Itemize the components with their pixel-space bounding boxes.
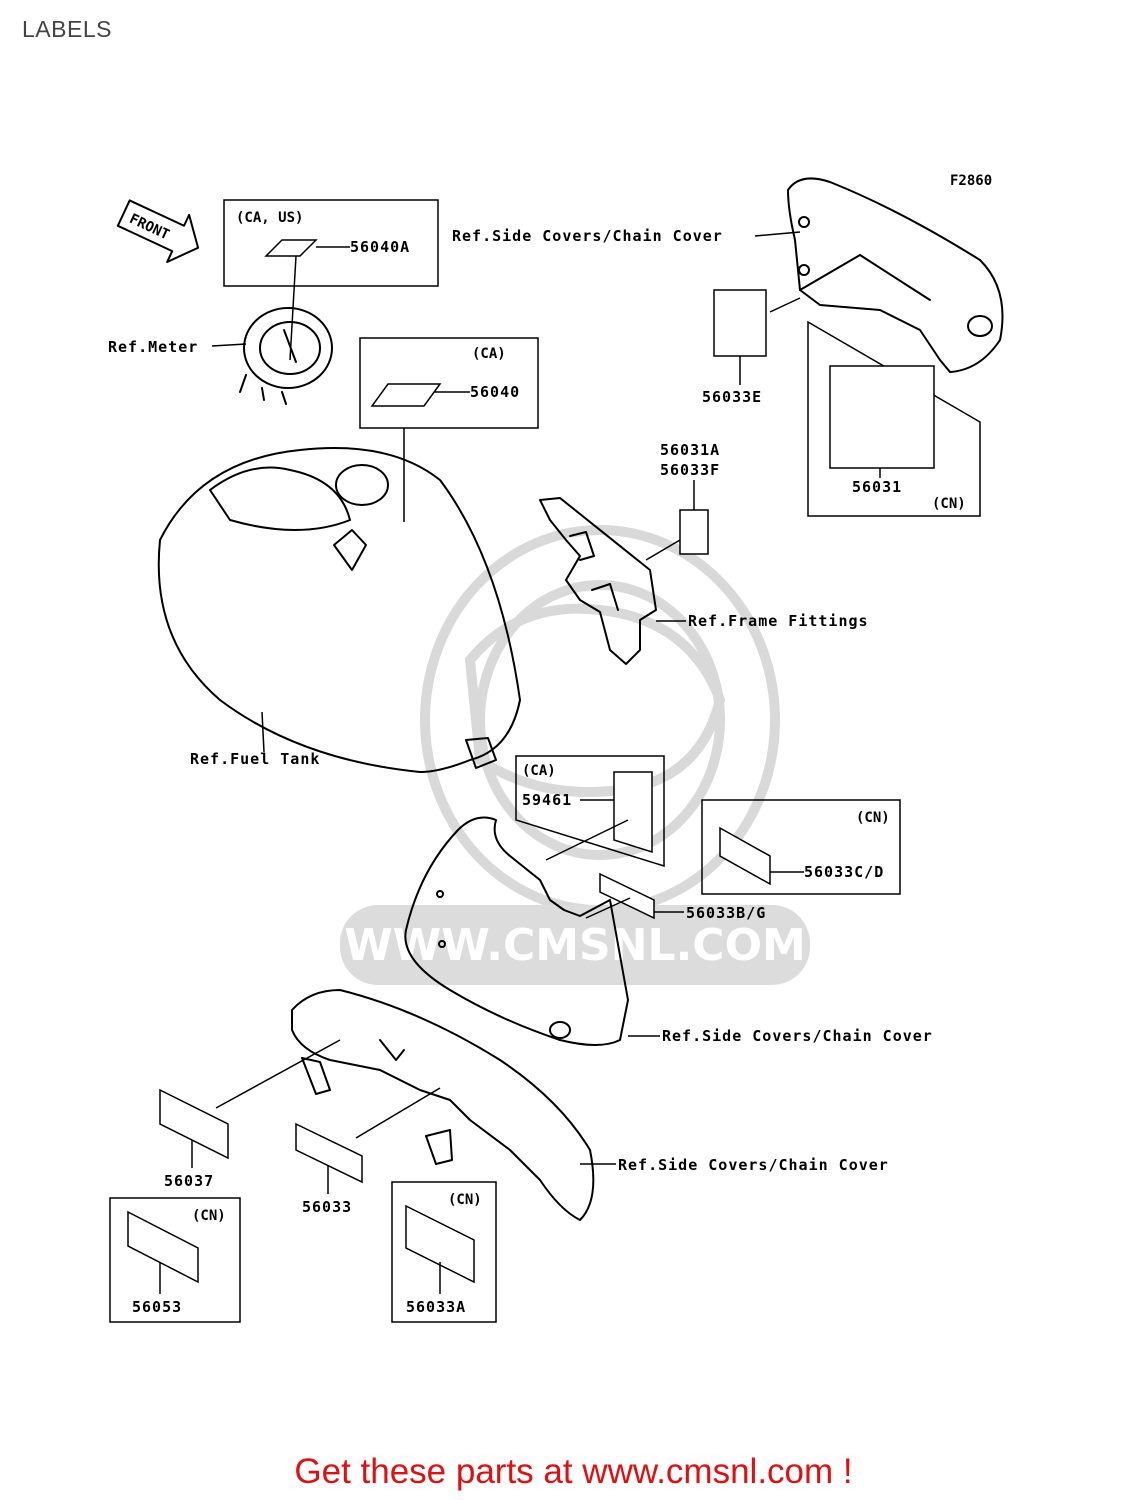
frame-fittings-drawing: Ref.Frame Fittings	[539, 497, 869, 665]
ref-frame-fittings: Ref.Frame Fittings	[688, 612, 869, 630]
sticker-56033BG: 56033B/G	[585, 872, 766, 922]
figure-code: F2860	[950, 173, 992, 189]
sticker-56033: 56033	[295, 1087, 441, 1216]
sticker-56031A-56033F: 56031A 56033F	[645, 441, 720, 561]
part-56033E: 56033E	[702, 388, 762, 406]
part-56033A: 56033A	[406, 1298, 466, 1316]
region-cn-2: (CN)	[856, 810, 890, 826]
part-56053: 56053	[132, 1298, 182, 1316]
ref-side-covers-bottom: Ref.Side Covers/Chain Cover	[618, 1156, 889, 1174]
front-arrow-icon: FRONT	[116, 199, 200, 264]
region-cn-4: (CN)	[448, 1192, 482, 1208]
label-box-56040: (CA) 56040	[359, 337, 539, 522]
label-box-56033CD: (CN) 56033C/D	[701, 799, 901, 895]
cmsnl-watermark: WWW.CMSNL.COM	[340, 525, 810, 985]
region-ca-us: (CA, US)	[236, 210, 303, 226]
meter-drawing: Ref.Meter	[108, 307, 333, 405]
ref-fuel-tank: Ref.Fuel Tank	[190, 750, 320, 768]
side-cover-drawing: Ref.Side Covers/Chain Cover	[404, 816, 933, 1046]
ref-side-covers-mid: Ref.Side Covers/Chain Cover	[662, 1027, 933, 1045]
ref-meter: Ref.Meter	[108, 338, 198, 356]
sticker-56033E: 56033E	[702, 289, 767, 406]
part-56033: 56033	[302, 1198, 352, 1216]
part-56033F: 56033F	[660, 461, 720, 479]
watermark-text: WWW.CMSNL.COM	[344, 920, 806, 971]
region-cn-3: (CN)	[192, 1208, 226, 1224]
sticker-56037: 56037	[159, 1039, 341, 1190]
parts-diagram: WWW.CMSNL.COM F2860 FRONT (CA, US) 56040…	[108, 173, 1004, 1323]
chain-cover-bottom-drawing: Ref.Side Covers/Chain Cover	[291, 989, 889, 1221]
ref-side-covers-top: Ref.Side Covers/Chain Cover	[452, 227, 723, 245]
region-cn-1: (CN)	[932, 496, 966, 512]
part-56031: 56031	[852, 478, 902, 496]
part-56037: 56037	[164, 1172, 214, 1190]
fuel-tank-drawing: Ref.Fuel Tank	[157, 447, 521, 773]
label-box-56031: 56031 (CN)	[807, 320, 981, 517]
part-56033CD: 56033C/D	[804, 863, 884, 881]
part-59461: 59461	[522, 791, 572, 809]
part-56040A: 56040A	[350, 238, 410, 256]
part-56040: 56040	[470, 383, 520, 401]
label-box-56033A: (CN) 56033A	[391, 1181, 497, 1323]
label-box-56040A: (CA, US) 56040A	[223, 199, 439, 361]
part-56033BG: 56033B/G	[686, 904, 766, 922]
chain-cover-top-drawing: Ref.Side Covers/Chain Cover	[452, 177, 1004, 373]
region-ca-2: (CA)	[522, 763, 556, 779]
footer-parts-link[interactable]: Get these parts at www.cmsnl.com !	[294, 1452, 853, 1491]
label-box-56053: (CN) 56053	[109, 1197, 241, 1323]
part-56031A: 56031A	[660, 441, 720, 459]
label-box-59461: (CA) 59461	[515, 755, 665, 868]
page-title: LABELS	[22, 16, 112, 42]
region-ca-1: (CA)	[472, 346, 506, 362]
